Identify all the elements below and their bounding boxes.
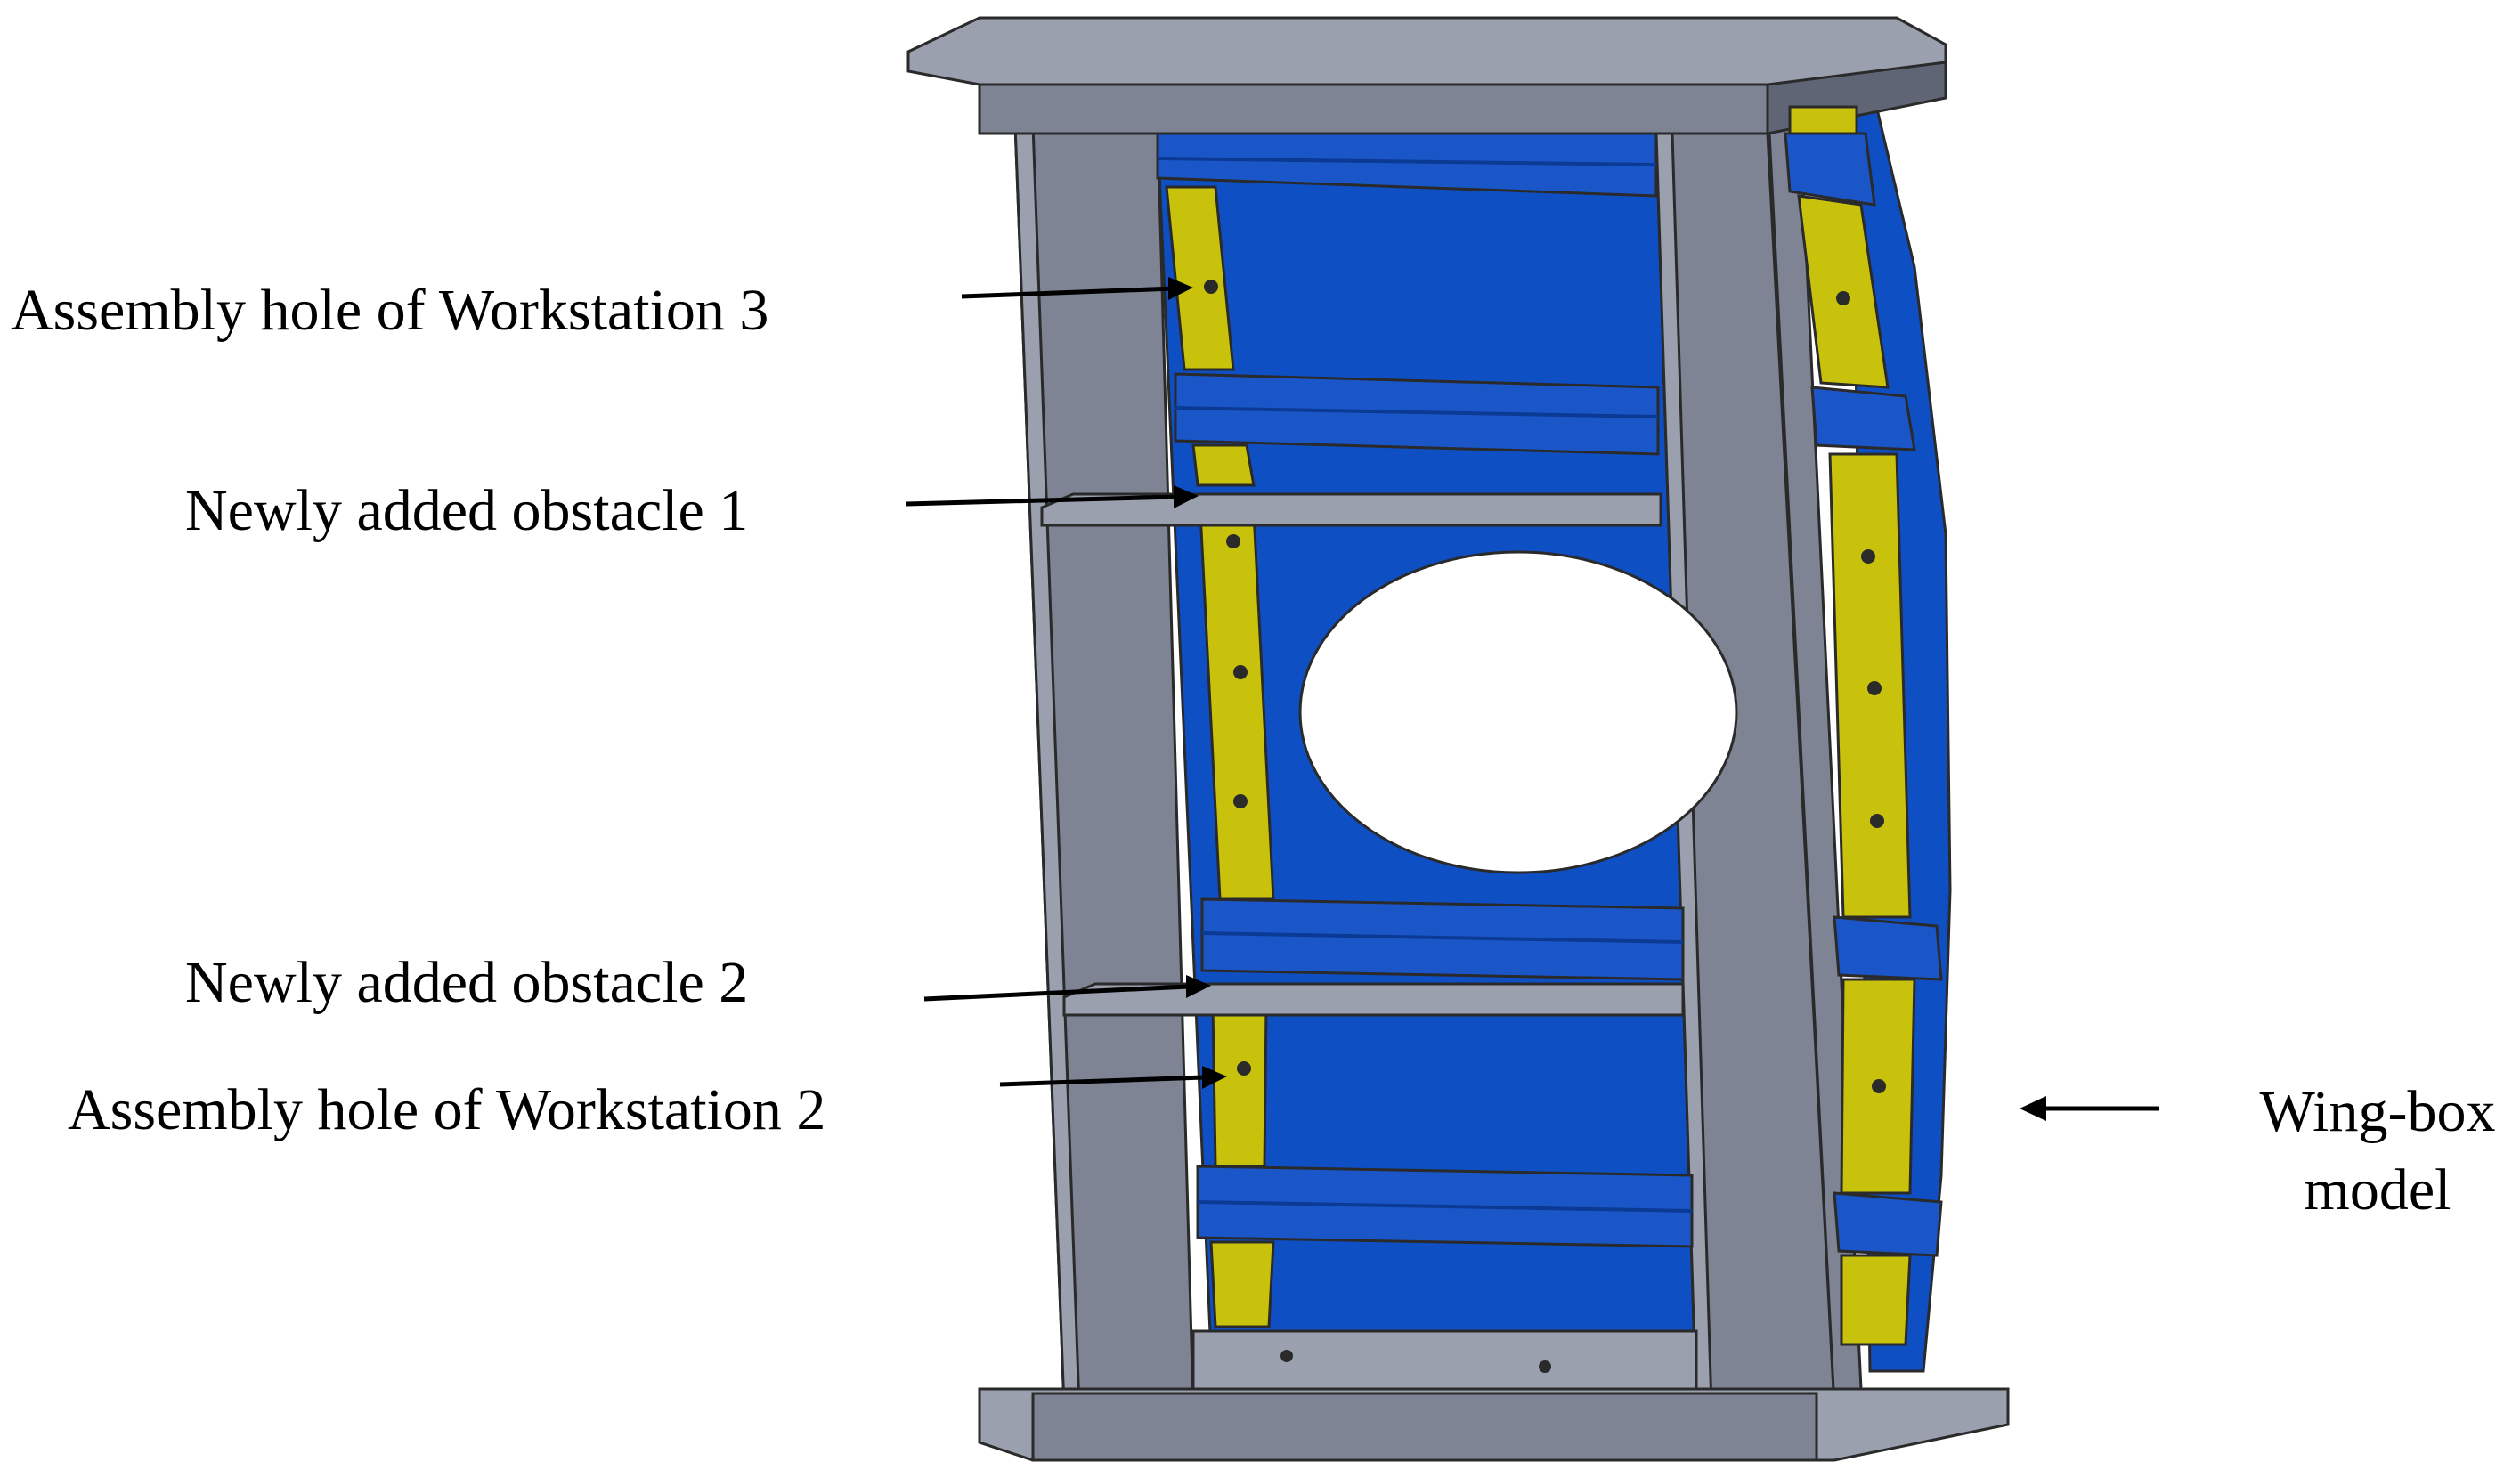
- assembly-hole: [1870, 814, 1884, 828]
- assembly-hole: [1233, 665, 1248, 679]
- rail-hole: [1539, 1360, 1551, 1373]
- label-obstacle-2: Newly added obstacle 2: [185, 950, 748, 1015]
- arrow-obstacle-2: [923, 984, 1190, 1002]
- stringer: [1833, 915, 1943, 981]
- arrow-head: [2020, 1096, 2046, 1121]
- assembly-hole: [1836, 291, 1850, 305]
- bottom-rail: [1191, 1329, 1698, 1395]
- assembly-hole: [1204, 280, 1218, 294]
- callout-arrows: [906, 277, 2159, 1121]
- yellow-rib: [1165, 185, 1235, 371]
- rail-hole: [1280, 1350, 1293, 1362]
- arrow-head: [1202, 1066, 1227, 1089]
- yellow-rib: [1211, 1004, 1268, 1168]
- arrow-head: [1186, 975, 1211, 998]
- label-obstacle-1: Newly added obstacle 1: [185, 478, 748, 543]
- stringer: [1784, 132, 1876, 207]
- stringer: [1833, 1191, 1943, 1257]
- top-cap-plate: [906, 16, 1947, 86]
- label-wing-box-line2: model: [2305, 1157, 2451, 1222]
- obstacle-bar-2: [1062, 982, 1685, 1017]
- groove-line: [1175, 406, 1659, 418]
- arrow-hole-ws2: [999, 1075, 1205, 1087]
- stringer-grooves: [1157, 157, 1693, 1213]
- oval-cutout: [1298, 550, 1738, 874]
- yellow-rib: [1788, 105, 1858, 135]
- label-hole-ws2: Assembly hole of Workstation 2: [68, 1077, 825, 1142]
- groove-line: [1197, 1200, 1693, 1213]
- stringer: [1810, 386, 1916, 451]
- assembly-hole: [1872, 1079, 1886, 1093]
- labels: Assembly hole of Workstation 3 Newly add…: [11, 278, 2495, 1222]
- assembly-hole: [1237, 1061, 1251, 1076]
- obstacle-bar-1: [1040, 492, 1662, 527]
- assembly-hole: [1226, 534, 1240, 548]
- groove-line: [1157, 157, 1657, 166]
- yellow-rib: [1191, 443, 1256, 487]
- stringer: [1156, 132, 1658, 198]
- bottom-cap-flange: [1031, 1392, 1818, 1462]
- arrow-head: [1168, 277, 1193, 300]
- arrow-obstacle-1: [906, 494, 1178, 507]
- groove-line: [1201, 931, 1684, 944]
- assembly-hole: [1861, 549, 1875, 564]
- label-wing-box-line1: Wing-box: [2260, 1079, 2496, 1144]
- arrow-hole-ws3: [961, 286, 1175, 299]
- assembly-hole: [1233, 794, 1248, 808]
- assembly-hole: [1867, 681, 1882, 695]
- assembly-holes: [1204, 280, 1886, 1093]
- yellow-rib: [1209, 1240, 1275, 1328]
- yellow-ribs-left: [1165, 185, 1275, 1328]
- wing-box-model: [906, 16, 2010, 1462]
- label-hole-ws3: Assembly hole of Workstation 3: [11, 278, 768, 343]
- yellow-rib: [1840, 1254, 1912, 1346]
- top-cap-flange: [978, 83, 1769, 135]
- stringers-right: [1784, 132, 1943, 1257]
- arrow-head: [1174, 485, 1199, 508]
